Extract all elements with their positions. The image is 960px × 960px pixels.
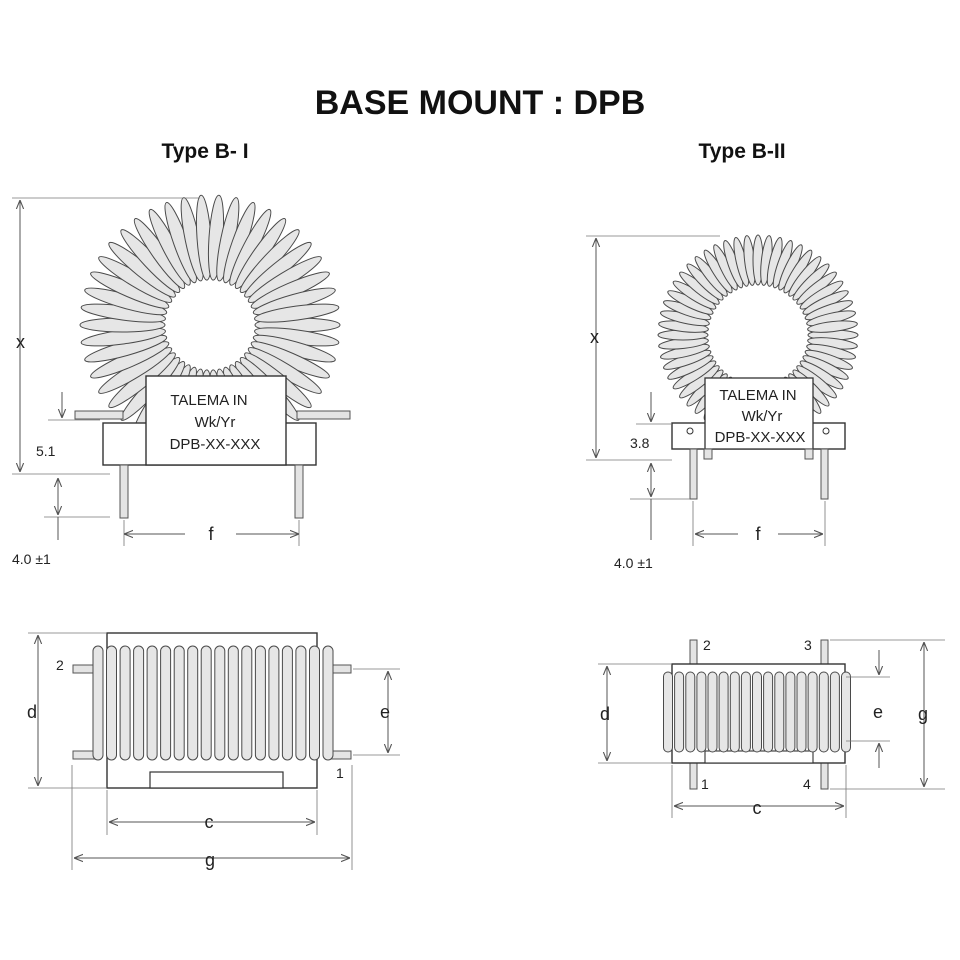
- type-b1-front-view: TALEMA IN Wk/Yr DPB-XX-XXX x 5.1 4.0 ±1 …: [12, 194, 351, 567]
- pin-4: [820, 761, 829, 790]
- dim-g-label: g: [205, 850, 215, 870]
- pin-2: [689, 639, 698, 668]
- coil-turn: [268, 645, 280, 761]
- winding-turn: [254, 303, 340, 323]
- label-line-2: Wk/Yr: [195, 414, 236, 431]
- coil-turn: [200, 645, 212, 761]
- type-b1-side-view: 2 1 d e c g: [27, 632, 400, 870]
- pin-3-label: 3: [804, 637, 812, 653]
- dim-4-0-label: 4.0 ±1: [12, 551, 51, 567]
- coil-turn: [663, 671, 673, 753]
- dim-x-label: x: [590, 327, 599, 347]
- coil-turn: [685, 671, 696, 753]
- coil-turn: [241, 645, 253, 761]
- label-line-2: Wk/Yr: [742, 408, 783, 425]
- coil-turn: [796, 671, 807, 753]
- type-b1-side-coils: [92, 645, 334, 761]
- dim-c-label: c: [753, 798, 762, 818]
- dim-x-label: x: [16, 332, 25, 352]
- coil-turn: [718, 671, 729, 753]
- coil-turn: [763, 671, 774, 753]
- coil-turn: [227, 645, 239, 761]
- pin-3: [820, 639, 829, 668]
- dim-f-label: f: [208, 524, 214, 544]
- coil-turn: [740, 671, 751, 753]
- pin-right: [820, 448, 829, 500]
- coil-turn: [841, 671, 851, 753]
- pin-1-label: 1: [701, 776, 709, 792]
- coil-turn: [214, 645, 226, 761]
- pin-1: [689, 761, 698, 790]
- coil-turn: [160, 645, 172, 761]
- type-b2-base-slot: [704, 750, 814, 764]
- dim-3-8-label: 3.8: [630, 435, 650, 451]
- coil-turn: [829, 671, 840, 753]
- coil-turn: [309, 645, 320, 761]
- coil-turn: [146, 645, 158, 761]
- type-b1-title: Type B- I: [161, 140, 249, 163]
- type-b2-title: Type B-II: [698, 140, 786, 163]
- page-title: BASE MOUNT : DPB: [314, 84, 646, 122]
- coil-turn: [674, 671, 685, 753]
- type-b2-side-coils: [663, 671, 851, 753]
- mount-hole-left: [686, 427, 694, 435]
- pin-2-label: 2: [56, 657, 64, 673]
- right-mount-tab: [296, 410, 351, 420]
- left-mount-tab: [74, 410, 124, 420]
- winding-turn: [807, 320, 858, 333]
- dim-e-label: e: [380, 702, 390, 722]
- dim-g-label: g: [918, 704, 928, 724]
- label-line-1: TALEMA IN: [170, 392, 247, 409]
- dim-d-label: d: [27, 702, 37, 722]
- dim-5-1-label: 5.1: [36, 443, 56, 459]
- label-line-1: TALEMA IN: [719, 387, 796, 404]
- dim-4-0-label: 4.0 ±1: [614, 555, 653, 571]
- type-b1-base-slot: [149, 771, 284, 789]
- coil-turn: [774, 671, 785, 753]
- coil-turn: [119, 645, 131, 761]
- coil-turn: [707, 671, 718, 753]
- coil-turn: [295, 645, 307, 761]
- coil-turn: [807, 671, 818, 753]
- dim-d-label: d: [600, 704, 610, 724]
- coil-turn: [752, 671, 762, 753]
- label-line-3: DPB-XX-XXX: [715, 429, 806, 446]
- coil-turn: [696, 671, 707, 753]
- coil-turn: [173, 645, 185, 761]
- pin-1-label: 1: [336, 765, 344, 781]
- pin-left: [689, 448, 698, 500]
- pin-4-label: 4: [803, 776, 811, 792]
- type-b2-side-view: 2 3 1 4 d e g c: [598, 637, 945, 818]
- dim-f-label: f: [755, 524, 761, 544]
- type-b2-label-plate: [704, 377, 814, 450]
- pin-left: [119, 464, 129, 519]
- dim-e-label: e: [873, 702, 883, 722]
- coil-turn: [818, 671, 829, 753]
- coil-turn: [92, 645, 104, 761]
- coil-turn: [106, 645, 117, 761]
- mount-hole-right: [822, 427, 830, 435]
- coil-turn: [187, 645, 199, 761]
- type-b2-front-view: TALEMA IN Wk/Yr DPB-XX-XXX x 3.8 4.0 ±1 …: [586, 234, 859, 571]
- coil-turn: [322, 645, 334, 761]
- coil-turn: [281, 645, 293, 761]
- coil-turn: [785, 671, 796, 753]
- coil-turn: [133, 645, 145, 761]
- pin-2-label: 2: [703, 637, 711, 653]
- dim-c-label: c: [205, 812, 214, 832]
- pin-right: [294, 464, 304, 519]
- coil-turn: [729, 671, 740, 753]
- type-b1-label-plate: [145, 375, 287, 466]
- coil-turn: [254, 645, 266, 761]
- label-line-3: DPB-XX-XXX: [170, 436, 261, 453]
